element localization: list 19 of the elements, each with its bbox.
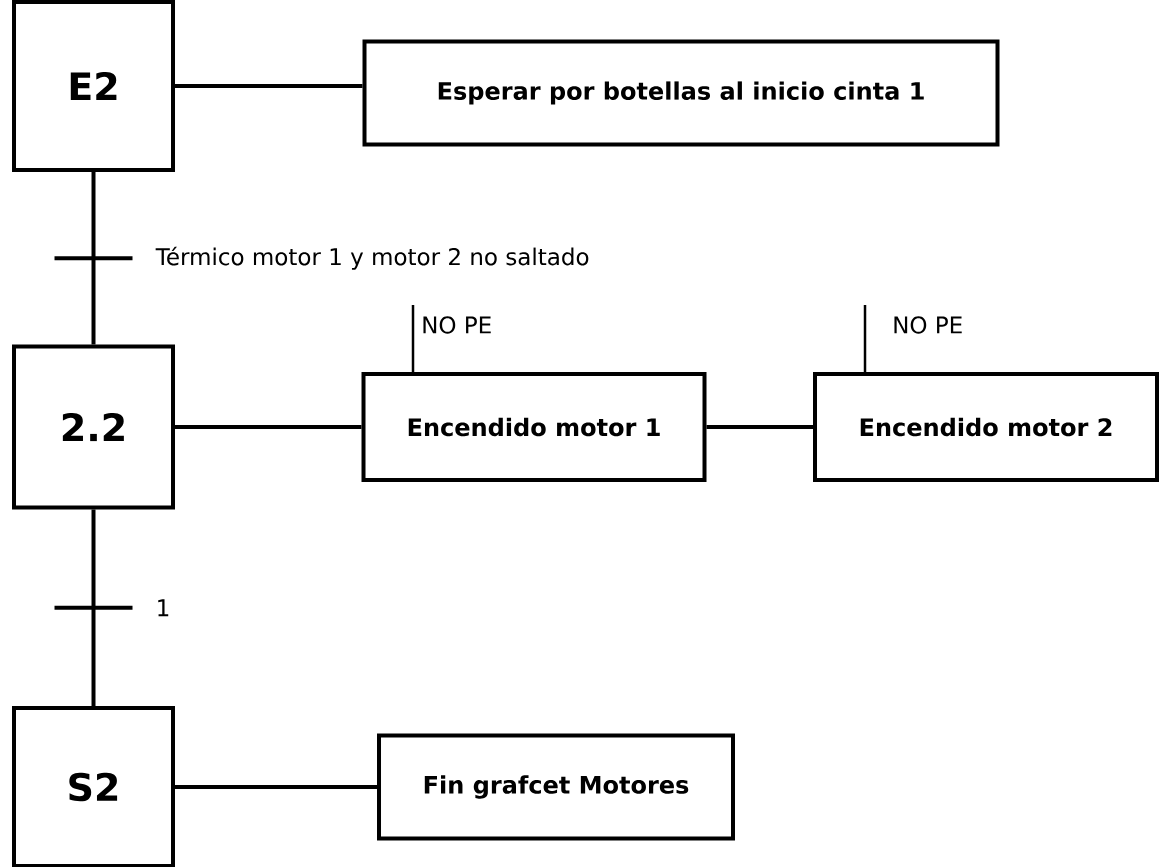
transition-label: NO PE	[423, 316, 491, 334]
transition-label: Térmico motor 1 y motor 2 no saltado	[155, 246, 589, 270]
connector-line	[863, 305, 867, 372]
action-box: Fin grafcet Motores	[377, 733, 735, 841]
connector-line	[175, 785, 377, 789]
connector-line	[91, 172, 96, 345]
connector-line	[175, 425, 362, 429]
connector-line	[706, 425, 813, 429]
action-box: Encendido motor 1	[361, 372, 707, 482]
action-box: Esperar por botellas al inicio cinta 1	[362, 39, 1000, 147]
action-box: Encendido motor 2	[813, 372, 1159, 482]
connector-line	[91, 509, 96, 706]
connector-line	[175, 84, 363, 88]
step-box: S2	[12, 706, 175, 867]
step-box: E2	[12, 0, 175, 172]
step-box: 2.2	[12, 344, 175, 510]
connector-line	[411, 305, 415, 372]
transition-label: NO PE	[894, 316, 962, 334]
transition-label: 1	[158, 599, 169, 617]
